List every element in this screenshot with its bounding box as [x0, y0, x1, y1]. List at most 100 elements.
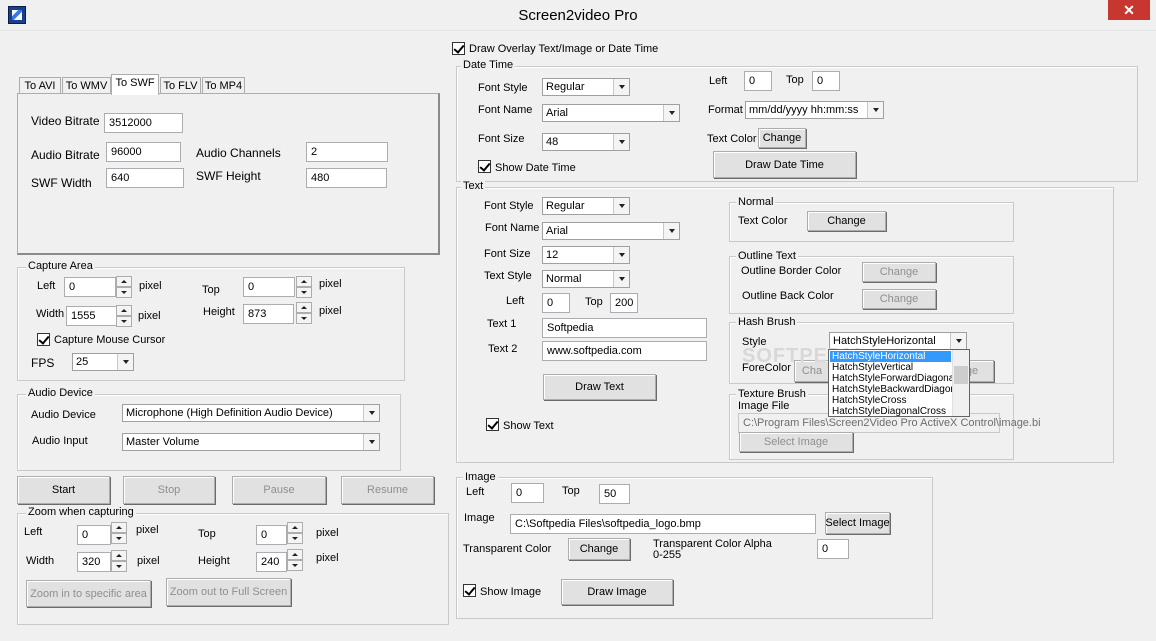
- text-style-select[interactable]: Normal: [542, 270, 630, 288]
- close-button[interactable]: ✕: [1108, 0, 1150, 20]
- image-left-input[interactable]: 0: [511, 483, 544, 503]
- hatch-option[interactable]: HatchStyleBackwardDiagona: [832, 384, 962, 395]
- zoom-width-input[interactable]: 320: [77, 552, 111, 572]
- hash-style-label: Style: [742, 336, 767, 348]
- fps-select[interactable]: 25: [72, 353, 134, 371]
- text-top-label: Top: [585, 296, 603, 308]
- image-top-input[interactable]: 50: [599, 484, 630, 504]
- hatch-option[interactable]: HatchStyleForwardDiagonal: [832, 373, 957, 384]
- texture-image-file-input[interactable]: C:\Program Files\Screen2Video Pro Active…: [738, 413, 1041, 433]
- hatch-option[interactable]: HatchStyleVertical: [832, 362, 914, 373]
- transparent-color-change-button[interactable]: Change: [568, 538, 630, 560]
- tab-to-flv[interactable]: To FLV: [160, 77, 201, 95]
- zoom-in-button[interactable]: Zoom in to specific area: [26, 580, 151, 607]
- show-text-checkbox[interactable]: [486, 418, 499, 431]
- zoom-out-button[interactable]: Zoom out to Full Screen: [166, 578, 291, 606]
- audio-bitrate-input[interactable]: 96000: [106, 142, 181, 162]
- capture-top-input[interactable]: 0: [243, 277, 295, 297]
- text-top-input[interactable]: 200: [610, 293, 638, 313]
- dt-top-input[interactable]: 0: [812, 71, 840, 91]
- audio-channels-input[interactable]: 2: [306, 142, 388, 162]
- zoom-left-input[interactable]: 0: [77, 525, 111, 545]
- audio-input-select[interactable]: Master Volume: [122, 433, 380, 451]
- dt-font-style-value: Regular: [546, 81, 585, 93]
- zoom-top-spinner[interactable]: [287, 522, 303, 544]
- show-image-checkbox[interactable]: [463, 584, 476, 597]
- dropdown-scrollbar[interactable]: [952, 350, 969, 416]
- draw-overlay-checkbox[interactable]: [452, 42, 465, 55]
- image-select-button[interactable]: Select Image: [825, 512, 890, 534]
- zoom-left-label: Left: [24, 526, 43, 538]
- swf-height-input[interactable]: 480: [306, 168, 387, 188]
- start-button[interactable]: Start: [17, 476, 110, 504]
- dt-font-style-select[interactable]: Regular: [542, 78, 630, 96]
- text-font-style-select[interactable]: Regular: [542, 197, 630, 215]
- dt-font-size-value: 48: [546, 136, 559, 148]
- text-font-size-label: Font Size: [484, 248, 531, 260]
- image-path-input[interactable]: C:\Softpedia Files\softpedia_logo.bmp: [510, 514, 816, 534]
- stop-button[interactable]: Stop: [123, 476, 215, 504]
- dt-change-color-button[interactable]: Change: [758, 128, 806, 148]
- zoom-width-spinner[interactable]: [111, 550, 127, 572]
- tab-to-swf[interactable]: To SWF: [111, 74, 159, 95]
- image-top-label: Top: [562, 485, 580, 497]
- image-file-label: Image: [464, 512, 495, 524]
- show-date-time-checkbox[interactable]: [478, 160, 491, 173]
- audio-device-select-value: Microphone (High Definition Audio Device…: [126, 407, 333, 419]
- dt-font-name-select[interactable]: Arial: [542, 104, 680, 122]
- swf-width-input[interactable]: 640: [106, 168, 184, 188]
- transparent-alpha-range: 0-255: [653, 549, 682, 561]
- draw-image-button[interactable]: Draw Image: [561, 579, 673, 605]
- text2-input[interactable]: www.softpedia.com: [542, 341, 707, 361]
- capture-width-input[interactable]: 1555: [66, 306, 117, 326]
- chevron-down-icon: [117, 354, 133, 370]
- hatch-option[interactable]: HatchStyleDiagonalCross: [832, 406, 946, 417]
- capture-mouse-cursor-checkbox[interactable]: [37, 333, 50, 346]
- resume-button[interactable]: Resume: [341, 476, 434, 504]
- image-group: Image: [456, 471, 933, 619]
- draw-text-button[interactable]: Draw Text: [543, 374, 656, 400]
- normal-change-color-button[interactable]: Change: [807, 211, 886, 231]
- audio-device-select[interactable]: Microphone (High Definition Audio Device…: [122, 404, 380, 422]
- hash-forecolor-change-button[interactable]: Cha: [794, 360, 830, 382]
- capture-top-spinner[interactable]: [296, 276, 312, 298]
- hatch-option[interactable]: HatchStyleHorizontal: [830, 351, 951, 362]
- dt-top-label: Top: [786, 74, 804, 86]
- audio-input-label: Audio Input: [32, 435, 88, 447]
- capture-height-input[interactable]: 873: [243, 304, 294, 324]
- zoom-width-label: Width: [26, 555, 55, 567]
- zoom-height-input[interactable]: 240: [256, 552, 287, 572]
- capture-left-input[interactable]: 0: [64, 277, 116, 297]
- text1-input[interactable]: Softpedia: [542, 318, 707, 338]
- dt-left-input[interactable]: 0: [744, 71, 772, 91]
- tab-to-avi[interactable]: To AVI: [19, 77, 61, 95]
- hatch-option[interactable]: HatchStyleCross: [832, 395, 907, 406]
- fps-label: FPS: [31, 356, 55, 370]
- texture-select-image-button[interactable]: Select Image: [739, 432, 853, 452]
- dt-font-size-select[interactable]: 48: [542, 133, 630, 151]
- normal-text-color-label: Text Color: [738, 215, 788, 227]
- text-font-name-select[interactable]: Arial: [542, 222, 680, 240]
- capture-height-spinner[interactable]: [296, 302, 312, 324]
- outline-back-change-button[interactable]: Change: [862, 289, 936, 309]
- draw-date-time-button[interactable]: Draw Date Time: [713, 151, 856, 178]
- video-bitrate-input[interactable]: 3512000: [104, 113, 183, 133]
- swf-width-label: SWF Width: [31, 176, 92, 190]
- hash-style-dropdown-list[interactable]: HatchStyleHorizontal HatchStyleVertical …: [828, 349, 970, 417]
- show-image-label: Show Image: [480, 586, 542, 598]
- tab-to-mp4[interactable]: To MP4: [202, 77, 245, 95]
- capture-left-spinner[interactable]: [116, 276, 132, 298]
- text-font-size-select[interactable]: 12: [542, 246, 630, 264]
- capture-width-spinner[interactable]: [116, 305, 132, 327]
- zoom-top-input[interactable]: 0: [256, 525, 287, 545]
- text-left-input[interactable]: 0: [542, 293, 570, 313]
- pause-button[interactable]: Pause: [232, 476, 326, 504]
- dt-format-select[interactable]: mm/dd/yyyy hh:mm:ss: [745, 101, 884, 119]
- outline-border-change-button[interactable]: Change: [862, 262, 936, 282]
- hash-forecolor-label: ForeColor: [742, 362, 791, 374]
- transparent-alpha-input[interactable]: 0: [817, 539, 849, 559]
- zoom-height-spinner[interactable]: [287, 549, 303, 571]
- zoom-left-spinner[interactable]: [111, 522, 127, 544]
- dt-font-size-label: Font Size: [478, 133, 525, 145]
- tab-to-wmv[interactable]: To WMV: [62, 77, 111, 95]
